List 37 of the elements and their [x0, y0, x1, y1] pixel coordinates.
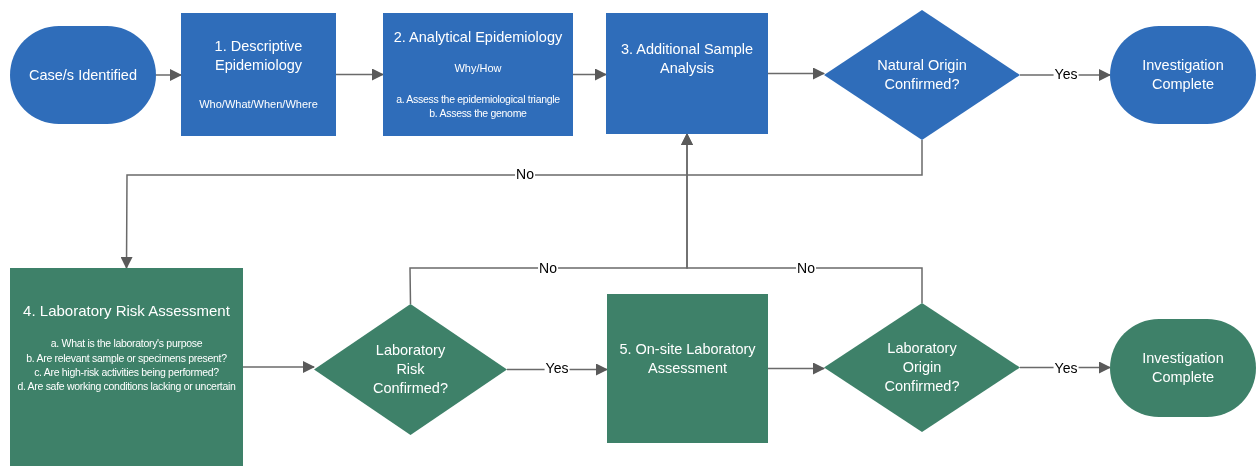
node-title: Investigation Complete [1141, 349, 1225, 387]
process-box [181, 13, 336, 136]
arrow [572, 68, 607, 81]
node-title: 1. Descriptive Epidemiology [213, 37, 304, 75]
node-title: Laboratory Risk Confirmed? [372, 341, 449, 398]
arrow [335, 68, 384, 81]
node-text: Why/How [454, 61, 502, 77]
arrow [155, 69, 182, 81]
arrow [120, 139, 923, 269]
terminal-shape [1110, 319, 1256, 417]
terminal-shape [1110, 26, 1256, 124]
node-text: d. Are safe working conditions lacking or uncertain [17, 378, 236, 394]
node-title: Case/s Identified [29, 65, 137, 85]
process-box [10, 268, 243, 466]
decision-diamond [824, 303, 1020, 432]
node-title: Laboratory Origin Confirmed? [883, 339, 961, 396]
node-title: Natural Origin Confirmed? [876, 56, 968, 94]
node-text: Who/What/When/Where [199, 96, 318, 112]
node-text: a. Assess the epidemiological triangle [396, 92, 560, 107]
node-text: b. Assess the genome [429, 106, 527, 121]
node-text: c. Are high-risk activities being performed? [34, 364, 219, 379]
node-title: 2. Analytical Epidemiology [393, 28, 563, 48]
decision-diamond [824, 10, 1020, 140]
arrow [242, 361, 315, 373]
process-box [607, 294, 768, 443]
node-text: b. Are relevant sample or specimens present? [26, 350, 227, 365]
node-title: Investigation Complete [1141, 56, 1225, 94]
node-text: a. What is the laboratory's purpose [50, 336, 203, 351]
node-title: 5. On-site Laboratory Assessment [618, 339, 757, 378]
arrow [767, 67, 825, 80]
process-box [383, 13, 573, 136]
arrow [767, 362, 825, 375]
node-title: 3. Additional Sample Analysis [619, 39, 755, 78]
arrow [681, 133, 923, 304]
decision-diamond [314, 304, 507, 435]
node-title: 4. Laboratory Risk Assessment [23, 300, 230, 321]
process-box [606, 13, 768, 134]
